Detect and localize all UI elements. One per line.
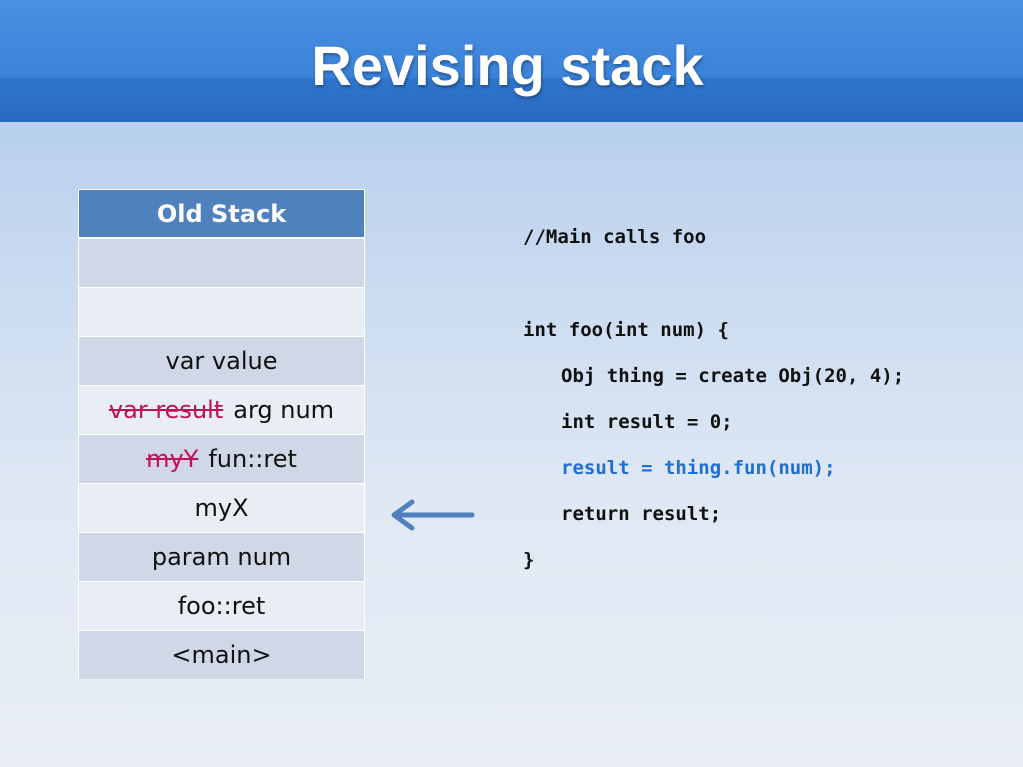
stack-cell: <main> <box>78 630 365 679</box>
stack-cell: myY fun::ret <box>78 434 365 484</box>
code-line-signature: int foo(int num) { <box>523 319 729 341</box>
code-line-close: } <box>523 549 535 571</box>
stack-cell-text: var value <box>165 347 278 375</box>
stack-cell: var result arg num <box>78 385 365 435</box>
code-line-comment: //Main calls foo <box>523 226 707 248</box>
table-header-row: Old Stack <box>78 189 365 239</box>
code-line-create: Obj thing = create Obj(20, 4); <box>561 365 905 387</box>
table-row: <main> <box>78 630 365 679</box>
table-row <box>78 287 365 337</box>
stack-cell-text: <main> <box>171 641 272 669</box>
table-row: myX <box>78 483 365 533</box>
stack-cell-text: foo::ret <box>177 592 266 620</box>
table-row: var value <box>78 336 365 386</box>
stack-cell <box>78 287 365 337</box>
table-header: Old Stack <box>78 189 365 239</box>
stack-cell-text: myX <box>194 494 249 522</box>
table-row: myY fun::ret <box>78 434 365 484</box>
code-line-highlighted: result = thing.fun(num); <box>561 457 836 479</box>
table-row: foo::ret <box>78 581 365 631</box>
stack-cell-text: fun::ret <box>208 445 297 473</box>
title-bar <box>0 0 1023 122</box>
struck-text: myY <box>146 445 199 473</box>
slide-title: Revising stack <box>311 34 704 97</box>
code-line-init: int result = 0; <box>561 411 733 433</box>
stack-cell-text: arg num <box>233 396 335 424</box>
stack-cell-text: param num <box>151 543 292 571</box>
table-row: var result arg num <box>78 385 365 435</box>
struck-text: var result <box>108 396 224 424</box>
stack-cell: param num <box>78 532 365 582</box>
old-stack-table: Old Stack var value var result arg num my… <box>78 189 365 679</box>
stack-cell: var value <box>78 336 365 386</box>
stack-cell <box>78 237 365 288</box>
stack-cell: foo::ret <box>78 581 365 631</box>
table-row <box>78 237 365 288</box>
stack-cell: myX <box>78 483 365 533</box>
table-row: param num <box>78 532 365 582</box>
left-arrow-icon <box>391 499 475 531</box>
title-band <box>0 78 1023 122</box>
code-line-return: return result; <box>561 503 722 525</box>
